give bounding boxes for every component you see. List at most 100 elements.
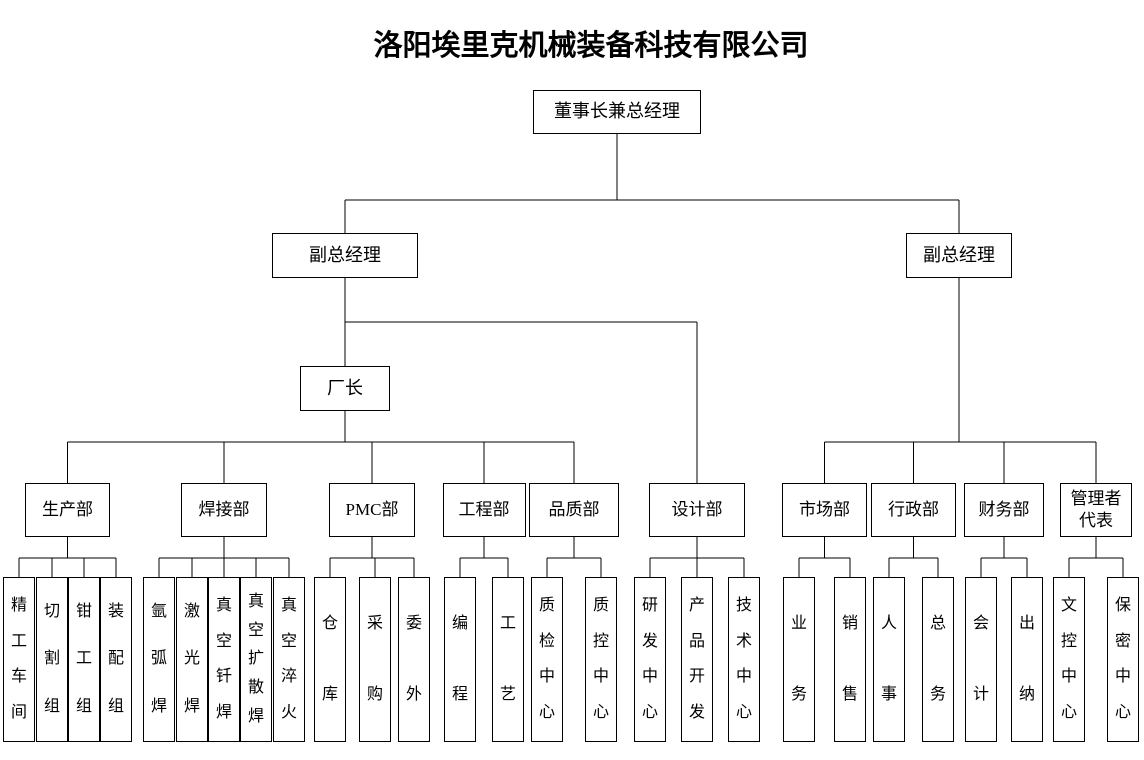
unit-label-char: 氩 [150,602,167,620]
unit-label-char: 扩 [247,650,264,668]
unit-box-quality-0: 质检中心 [531,577,563,742]
unit-label-char: 品 [688,632,705,650]
unit-box-production-2: 钳工组 [68,577,100,742]
unit-box-finance-1: 出纳 [1011,577,1043,742]
unit-label-char: 工 [75,650,92,668]
unit-label-char: 真 [215,596,232,614]
unit-label-char: 艺 [499,686,516,704]
department-box-engineering: 工程部 [442,483,526,537]
unit-label-char: 空 [247,621,264,639]
unit-label-char: 焊 [183,698,200,716]
unit-label-char: 控 [1060,632,1077,650]
unit-label-char: 组 [75,698,92,716]
unit-box-finance-0: 会计 [965,577,997,742]
unit-label-char: 仓 [321,614,338,632]
unit-label-char: 库 [321,686,338,704]
unit-box-marketing-0: 业务 [783,577,815,742]
unit-label-char: 心 [735,704,752,722]
department-box-welding: 焊接部 [181,483,267,537]
unit-label-char: 销 [841,614,858,632]
unit-box-administration-0: 人事 [873,577,905,742]
unit-label-char: 真 [247,593,264,611]
unit-label-char: 质 [592,596,609,614]
unit-label-char: 钳 [75,602,92,620]
unit-label-char: 采 [366,614,383,632]
unit-label-char: 技 [735,596,752,614]
unit-box-pmc-2: 委外 [398,577,430,742]
unit-label-char: 心 [1060,704,1077,722]
department-box-management-rep: 管理者代表 [1060,483,1132,537]
unit-label-char: 计 [972,686,989,704]
unit-label-char: 纳 [1018,686,1035,704]
unit-label-char: 心 [592,704,609,722]
company-title: 洛阳埃里克机械装备科技有限公司 [373,30,809,62]
unit-label-char: 中 [735,668,752,686]
department-label-marketing: 市场部 [799,499,850,519]
unit-box-welding-1: 激光焊 [176,577,208,742]
unit-label-char: 割 [43,650,60,668]
unit-label-char: 会 [972,614,989,632]
factory-director-label: 厂长 [327,377,363,398]
unit-label-char: 密 [1114,632,1131,650]
unit-label-char: 产 [688,596,705,614]
unit-label-char: 散 [247,679,264,697]
department-box-production: 生产部 [25,483,110,537]
unit-box-marketing-1: 销售 [834,577,866,742]
unit-label-char: 中 [592,668,609,686]
unit-box-production-0: 精工车间 [3,577,35,742]
unit-label-char: 车 [10,668,27,686]
unit-label-char: 开 [688,668,705,686]
chairman-gm-label: 董事长兼总经理 [554,101,680,122]
unit-box-production-3: 装配组 [100,577,132,742]
unit-label-char: 淬 [280,668,297,686]
unit-label-char: 切 [43,602,60,620]
deputy-gm-right-box: 副总经理 [906,233,1012,278]
unit-label-char: 中 [1114,668,1131,686]
unit-label-char: 控 [592,632,609,650]
unit-label-char: 配 [107,650,124,668]
unit-label-char: 真 [280,596,297,614]
unit-label-char: 装 [107,602,124,620]
unit-label-char: 激 [183,602,200,620]
unit-label-char: 心 [1114,704,1131,722]
unit-label-char: 务 [929,686,946,704]
unit-label-char: 工 [499,614,516,632]
department-box-finance: 财务部 [964,483,1044,537]
unit-box-welding-4: 真空淬火 [273,577,305,742]
department-label-production: 生产部 [42,499,93,519]
unit-label-char: 检 [538,632,555,650]
department-box-design: 设计部 [649,483,745,537]
unit-box-quality-1: 质控中心 [585,577,617,742]
unit-box-production-1: 切割组 [36,577,68,742]
unit-box-pmc-1: 采购 [359,577,391,742]
unit-box-management-rep-0: 文控中心 [1053,577,1085,742]
unit-box-welding-3: 真空扩散焊 [240,577,272,742]
department-box-marketing: 市场部 [782,483,867,537]
unit-label-char: 精 [10,596,27,614]
unit-box-welding-2: 真空钎焊 [208,577,240,742]
unit-box-design-1: 产品开发 [681,577,713,742]
unit-box-design-0: 研发中心 [634,577,666,742]
unit-label-char: 心 [538,704,555,722]
department-label-pmc: PMC部 [345,499,399,519]
unit-label-char: 焊 [247,707,264,725]
unit-label-char: 保 [1114,596,1131,614]
unit-label-char: 人 [880,614,897,632]
factory-director-box: 厂长 [300,366,390,411]
unit-label-char: 编 [451,614,468,632]
unit-label-char: 发 [641,632,658,650]
unit-label-char: 火 [280,704,297,722]
unit-label-char: 心 [641,704,658,722]
unit-box-engineering-1: 工艺 [492,577,524,742]
unit-box-engineering-0: 编程 [444,577,476,742]
unit-label-char: 工 [10,632,27,650]
department-label-quality: 品质部 [548,499,600,519]
unit-label-char: 中 [538,668,555,686]
unit-label-char: 外 [405,686,422,704]
deputy-gm-left-box: 副总经理 [272,233,418,278]
unit-label-char: 组 [43,698,60,716]
unit-label-char: 出 [1018,614,1035,632]
department-label-engineering: 工程部 [458,499,510,519]
